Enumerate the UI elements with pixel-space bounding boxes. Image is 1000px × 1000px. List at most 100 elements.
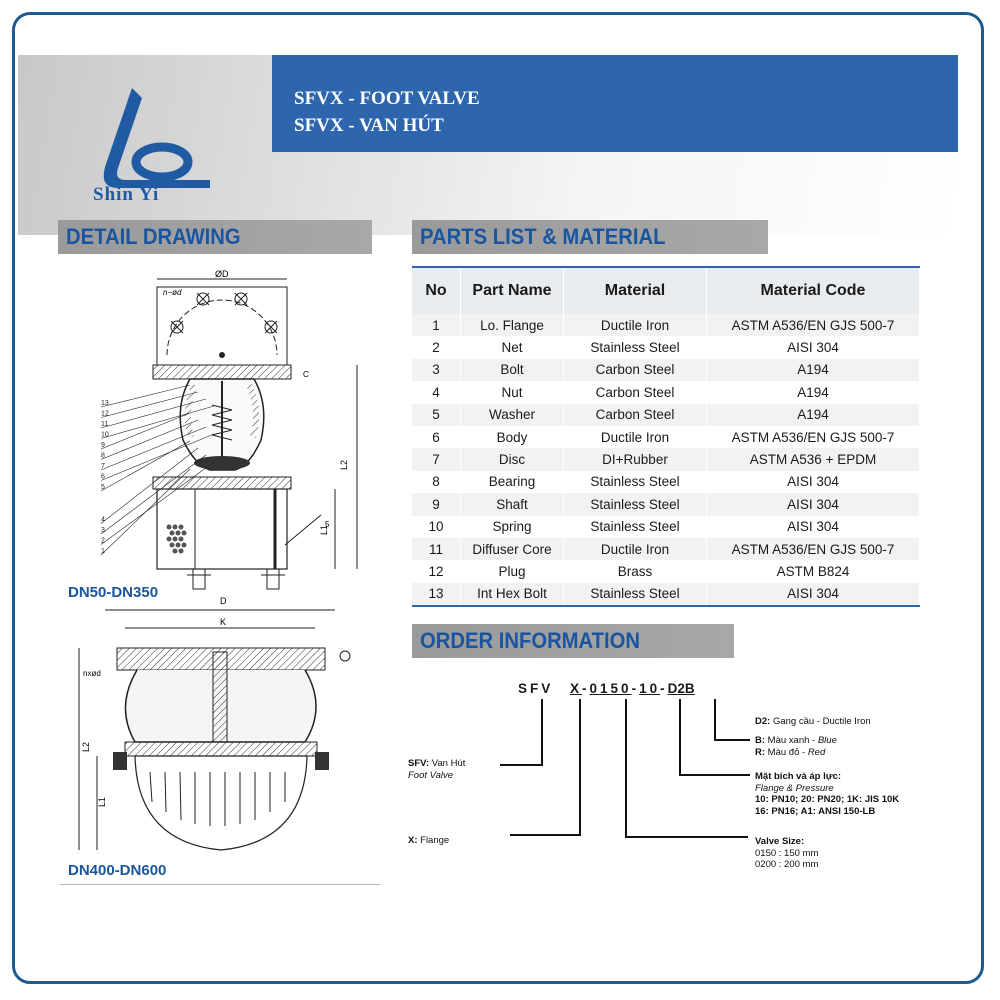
dim-k: K: [220, 617, 226, 627]
size-title: Valve Size:: [755, 836, 805, 847]
size-line-1: 0150 : 150 mm: [755, 847, 819, 859]
annotation-color: B: Màu xanh - Blue R: Màu đỏ - Red: [755, 735, 837, 758]
balloon-leader: [100, 447, 199, 524]
cell-part-name: Bearing: [460, 470, 564, 494]
code-sfv: SFV: [518, 681, 554, 696]
col-part-name: Part Name: [460, 266, 564, 314]
section-parts-list: PARTS LIST & MATERIAL: [412, 220, 768, 254]
balloon-label: 11: [101, 421, 108, 428]
cell-material-code: AISI 304: [706, 582, 920, 608]
drawing-label-large: DN400-DN600: [68, 862, 167, 879]
cell-no: 5: [412, 403, 461, 426]
balloon-leader: [100, 468, 191, 556]
cell-part-name: Lo. Flange: [460, 314, 564, 337]
balloon-leader: [100, 426, 207, 471]
cell-material: Brass: [563, 560, 707, 583]
dim-l2-large: L2: [81, 742, 91, 752]
cell-part-name: Disc: [460, 448, 564, 471]
order-connector-lines: [500, 699, 750, 838]
balloon-leader: [100, 433, 215, 481]
section-order-information-label: ORDER INFORMATION: [420, 628, 641, 653]
flange-en: Flange & Pressure: [755, 782, 834, 794]
balloon-leader: [100, 398, 207, 429]
cell-part-name: Shaft: [460, 493, 564, 516]
dim-od: ØD: [215, 269, 229, 279]
cell-material: Carbon Steel: [563, 403, 707, 426]
x-text: Flange: [420, 835, 450, 846]
shin-yi-logo: [103, 88, 210, 188]
cell-part-name: Washer: [460, 403, 564, 426]
cell-part-name: Body: [460, 425, 564, 449]
dim-n-od: n−ød: [163, 288, 182, 297]
balloon-label: 7: [101, 463, 105, 470]
balloon-leader: [100, 391, 199, 418]
balloon-label: 10: [101, 432, 109, 439]
balloon-label: 3: [101, 527, 105, 534]
cell-material-code: AISI 304: [706, 515, 920, 538]
col-material: Material: [563, 266, 707, 314]
balloon-leader: [100, 419, 199, 460]
balloon-leader: [100, 412, 191, 450]
cell-material-code: A194: [706, 381, 920, 404]
cell-no: 1: [412, 314, 461, 337]
cell-material: Stainless Steel: [563, 336, 707, 359]
annotation-flange: Mặt bích và áp lực: Flange & Pressure 10…: [755, 771, 899, 817]
title-banner: [272, 55, 958, 152]
order-code: SFV: [518, 681, 553, 696]
cell-material: Stainless Steel: [563, 515, 707, 538]
cell-part-name: Nut: [460, 381, 564, 404]
code-flange: 10: [639, 681, 661, 696]
cell-material: Stainless Steel: [563, 493, 707, 516]
cell-material-code: AISI 304: [706, 493, 920, 516]
cell-no: 11: [412, 537, 461, 561]
cell-material-code: A194: [706, 358, 920, 382]
balloon-leader: [100, 405, 215, 439]
page-title: SFVX - FOOT VALVE SFVX - VAN HÚT: [294, 85, 480, 139]
code-dash-1: -: [582, 681, 590, 696]
b-en: Blue: [817, 735, 837, 746]
balloon-label: 5: [101, 484, 105, 491]
cell-material: DI+Rubber: [563, 448, 707, 471]
cell-material: Stainless Steel: [563, 582, 707, 608]
balloon-label: 1: [101, 548, 105, 555]
balloon-label: 12: [101, 411, 109, 418]
cell-material: Ductile Iron: [563, 314, 707, 337]
sfv-label: SFV:: [408, 758, 430, 769]
parts-table-header: No Part Name Material Material Code: [412, 266, 920, 314]
balloon-leader: [100, 454, 207, 535]
cell-material: Carbon Steel: [563, 381, 707, 404]
r-label: R:: [755, 746, 766, 758]
sfv-en: Foot Valve: [408, 769, 454, 781]
cell-no: 13: [412, 582, 461, 608]
balloon-leader: [100, 461, 215, 545]
sfv-vi: Van Hút: [431, 758, 466, 769]
cell-part-name: Plug: [460, 560, 564, 583]
r-vi: Màu đỏ -: [767, 746, 806, 758]
code-x: X: [570, 681, 583, 696]
annotation-sfv: SFV: Van Hút Foot Valve: [408, 758, 465, 781]
cell-material: Stainless Steel: [563, 470, 707, 494]
section-detail-drawing: DETAIL DRAWING: [58, 220, 372, 254]
col-material-code: Material Code: [706, 266, 920, 314]
cell-no: 7: [412, 448, 461, 471]
dim-d: D: [220, 596, 227, 606]
cell-material-code: A194: [706, 403, 920, 426]
dim-nxod: nxød: [83, 669, 101, 678]
flange-line-2: 16: PN16; A1: ANSI 150-LB: [755, 805, 876, 817]
cell-part-name: Int Hex Bolt: [460, 582, 564, 608]
dim-l2: L2: [339, 460, 349, 470]
code-size: 0150: [589, 681, 632, 696]
cell-part-name: Net: [460, 336, 564, 359]
cell-material-code: AISI 304: [706, 336, 920, 359]
cell-material-code: AISI 304: [706, 470, 920, 494]
